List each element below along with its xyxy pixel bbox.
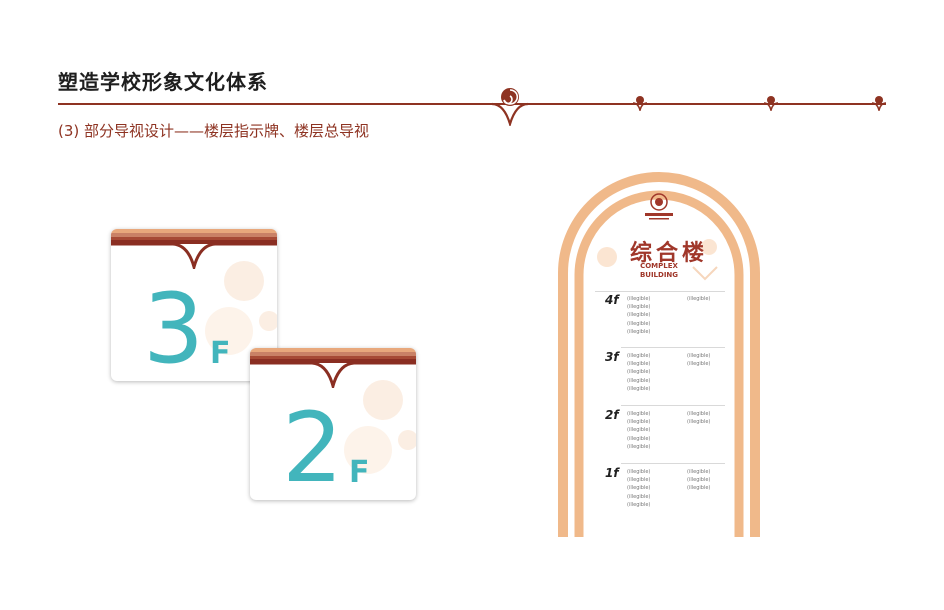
page-subtitle: (3) 部分导视设计——楼层指示牌、楼层总导视 (58, 122, 370, 140)
arch-frame-graphic (558, 172, 760, 537)
room-list-right: (illegible) (illegible) (687, 353, 711, 368)
doodle-pattern-graphic (597, 239, 718, 281)
divider (595, 291, 725, 292)
school-emblem-logo (645, 193, 673, 220)
swirl-pattern-graphic (205, 261, 277, 355)
divider (621, 347, 725, 348)
swirl-ornament-icon (492, 88, 528, 126)
book-band-graphic (111, 229, 277, 269)
room-list-left: (illegible) (illegible) (illegible) (ill… (627, 353, 651, 392)
room-list-right: (illegible) (illegible) (687, 411, 711, 426)
room-list-left: (illegible) (illegible) (illegible) (ill… (627, 469, 651, 508)
swirl-pattern-graphic (344, 380, 416, 474)
floor-directory-sign: 综合楼 COMPLEX BUILDING 4f (illegible) (ill… (553, 167, 765, 537)
page-title: 塑造学校形象文化体系 (58, 70, 268, 94)
room-list-left: (illegible) (illegible) (illegible) (ill… (627, 411, 651, 450)
room-list-right: (illegible) (illegible) (illegible) (687, 469, 711, 492)
floor-label: 1f (605, 466, 619, 480)
small-ornament-icon (633, 96, 647, 111)
divider (621, 405, 725, 406)
floor-suffix: F (349, 455, 370, 490)
floor-card-3f: 3 F (111, 229, 277, 381)
room-list-left: (illegible) (illegible) (illegible) (ill… (627, 296, 651, 335)
floor-suffix: F (210, 336, 231, 371)
floor-label: 4f (605, 293, 619, 307)
small-ornament-icon (872, 96, 886, 111)
floor-label: 3f (605, 350, 619, 364)
building-title: 综合楼 (630, 241, 709, 266)
building-subtitle: COMPLEX BUILDING (639, 262, 679, 279)
divider (621, 463, 725, 464)
floor-number: 2 (282, 392, 344, 500)
book-band-graphic (250, 348, 416, 388)
floor-card-2f: 2 F (250, 348, 416, 500)
room-list-right: (illegible) (687, 296, 711, 302)
title-divider (58, 103, 886, 105)
floor-label: 2f (605, 408, 619, 422)
floor-number: 3 (143, 273, 205, 381)
small-ornament-icon (764, 96, 778, 111)
